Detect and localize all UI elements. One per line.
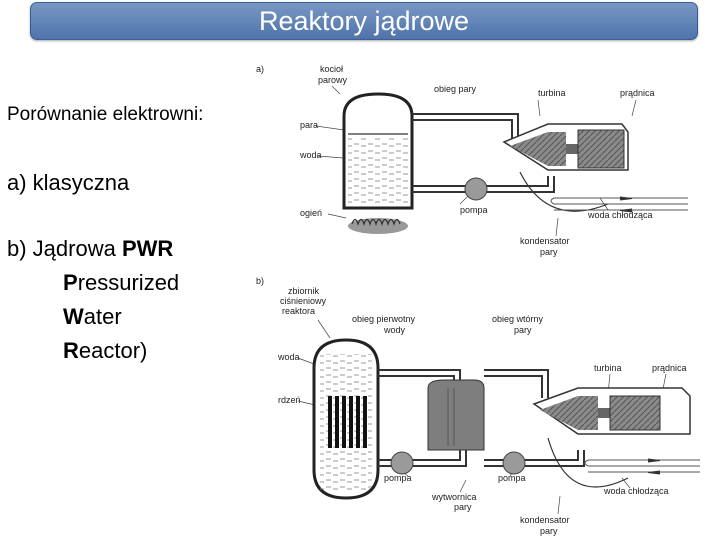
pump-label-b-1: pompa <box>384 473 412 483</box>
vessel-label-1: zbiornik <box>288 286 320 296</box>
item-b-line4: Reactor) <box>63 338 148 363</box>
item-b-prefix: b) Jądrowa <box>7 236 122 261</box>
pump-label-a: pompa <box>460 205 488 215</box>
fire-label: ogień <box>300 208 322 218</box>
steam-gen-label-1: wytwornica <box>431 492 477 502</box>
reactor-core <box>328 396 367 448</box>
boiler-label-1: kocioł <box>320 64 343 74</box>
steam-label-a: para <box>300 120 318 130</box>
pump-b-secondary <box>502 451 526 475</box>
core-label: rdzeń <box>278 395 301 405</box>
steam-gen-label-2: pary <box>454 502 472 512</box>
turbine-generator-b <box>532 387 691 435</box>
reactor-vessel <box>312 338 380 500</box>
cooling-water-label-b: woda chłodząca <box>603 486 669 496</box>
water-label-a: woda <box>299 150 322 160</box>
primary-cycle-label-2: wody <box>383 325 406 335</box>
turbine-generator-a <box>502 123 629 171</box>
item-b-line3: Water <box>63 304 122 329</box>
pump-b-primary <box>390 451 414 475</box>
steam-cycle-label: obieg pary <box>434 84 477 94</box>
item-b-line2: Pressurized <box>63 270 180 295</box>
cooling-water-label-a: woda chłodząca <box>587 210 653 220</box>
pump-a <box>464 177 488 201</box>
comparison-heading: Porównanie elektrowni: <box>7 104 204 125</box>
generator-label-b: prądnica <box>652 363 687 373</box>
diagram-b-tag: b) <box>256 276 264 286</box>
vessel-label-3: reaktora <box>282 306 315 316</box>
condenser-label-a-1: kondensator <box>520 236 570 246</box>
turbine-label-b: turbina <box>594 363 622 373</box>
boiler <box>342 92 414 210</box>
condenser-label-b-1: kondensator <box>520 515 570 525</box>
burner-flames <box>348 218 408 234</box>
item-b-pwr: b) Jądrowa PWR Pressurized Water Reactor… <box>7 232 179 368</box>
diagram-b-pwr: b) zbiornik ciśnieniowy reaktora obieg p… <box>256 276 700 536</box>
boiler-label-2: parowy <box>318 75 348 85</box>
condenser-label-a-2: pary <box>540 247 558 257</box>
primary-cycle-label-1: obieg pierwotny <box>352 314 416 324</box>
vessel-label-2: ciśnieniowy <box>280 296 327 306</box>
condenser-b <box>547 437 700 488</box>
item-a-classic: a) klasyczna <box>7 170 130 195</box>
power-plant-diagrams: a) kocioł parowy obieg pary turbina prąd… <box>256 64 700 536</box>
diagram-a-tag: a) <box>256 64 264 74</box>
diagram-a-classic: a) kocioł parowy obieg pary turbina prąd… <box>256 64 688 257</box>
water-label-b: woda <box>277 352 300 362</box>
generator-label-a: prądnica <box>620 88 655 98</box>
condenser-label-b-2: pary <box>540 526 558 536</box>
steam-generator <box>427 379 485 451</box>
condenser-a <box>519 171 688 213</box>
turbine-label-a: turbina <box>538 88 566 98</box>
pump-label-b-2: pompa <box>498 473 526 483</box>
secondary-cycle-label-1: obieg wtórny <box>492 314 544 324</box>
slide-title: Reaktory jądrowe <box>30 2 698 40</box>
secondary-cycle-label-2: pary <box>514 325 532 335</box>
item-b-acronym: PWR <box>121 236 174 261</box>
